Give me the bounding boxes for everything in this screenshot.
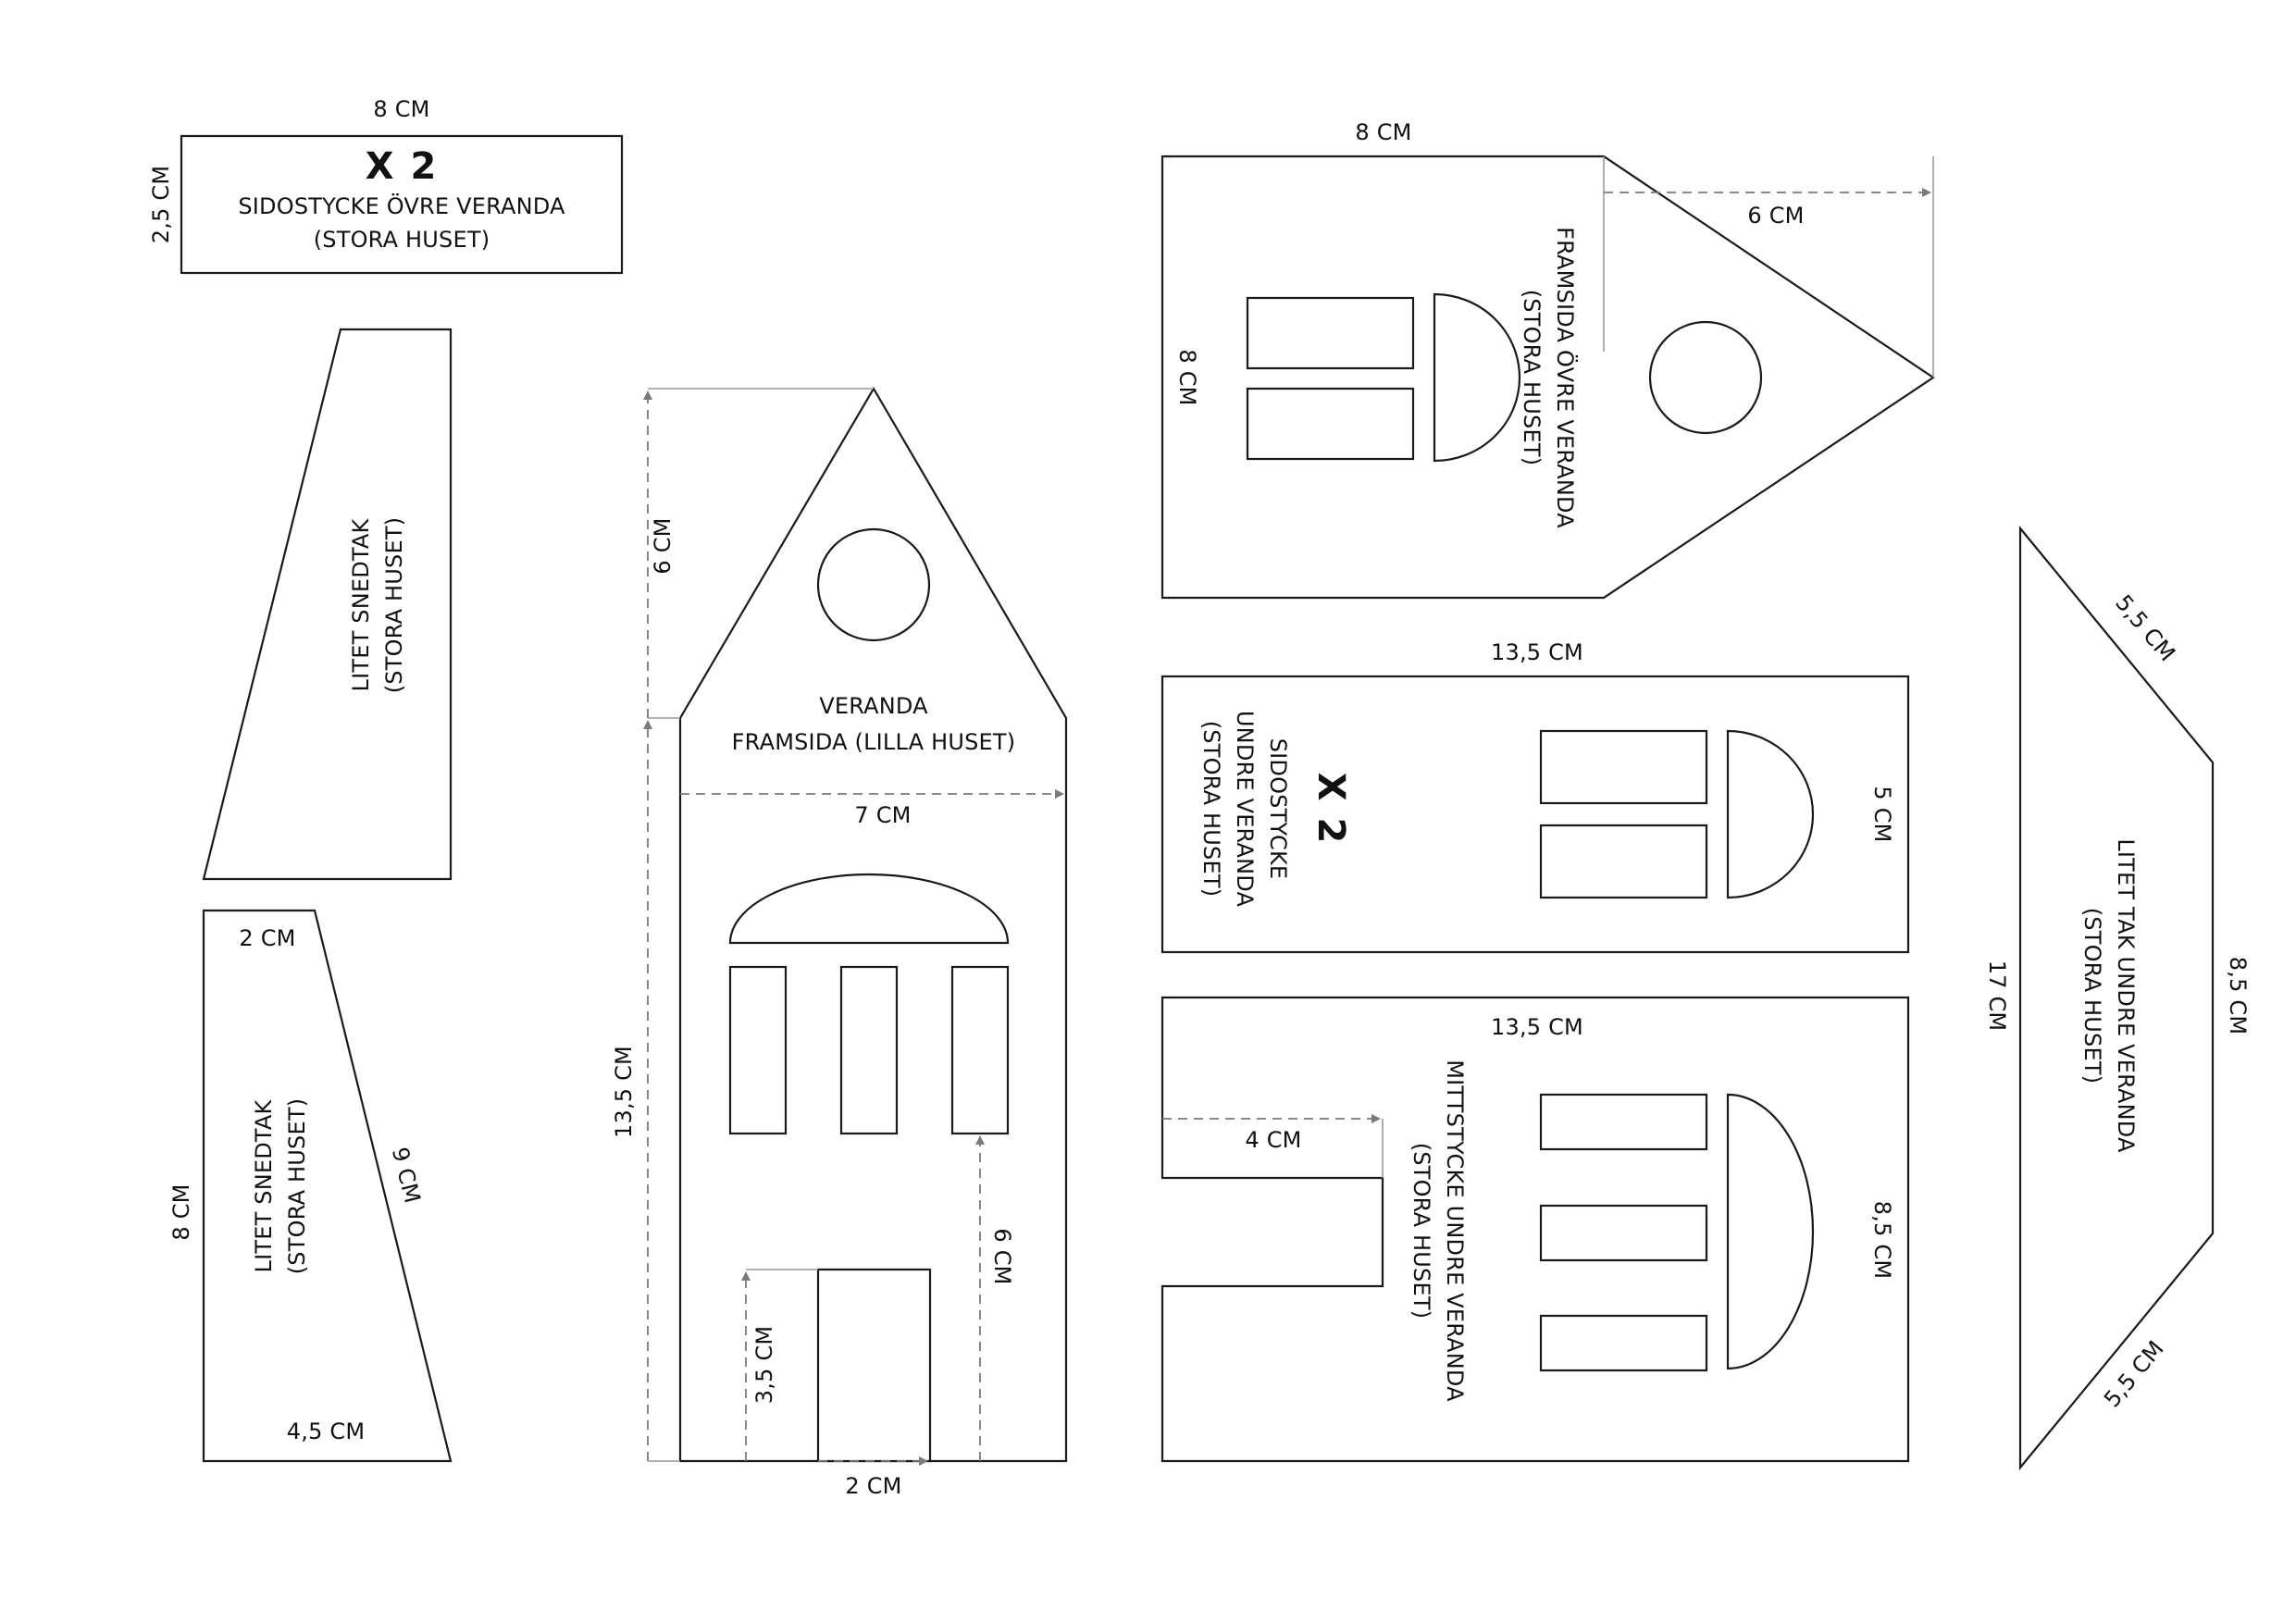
piece-title: LITET SNEDTAK (251, 1098, 277, 1272)
piece-subtitle: (STORA HUSET) (2079, 908, 2105, 1084)
window-cutout-top (1246, 296, 1415, 370)
piece-label-group: MITTSTYCKE UNDRE VERANDA (STORA HUSET) (1409, 1059, 1468, 1402)
dim-roof-height-label: 6 CM (650, 517, 676, 574)
window-cutout-bottom (1246, 387, 1415, 461)
half-round-window-cutout (1726, 1093, 1815, 1370)
piece-label-group: LITET SNEDTAK (STORA HUSET) (348, 517, 407, 694)
piece-outline (2018, 525, 2215, 1471)
piece-outline (1160, 155, 1935, 600)
dim-slope-label: 9 CM (387, 1145, 426, 1206)
piece-label-group: SIDOSTYCKE UNDRE VERANDA (STORA HUSET) X… (1198, 711, 1352, 908)
window-cutout-bottom (1539, 1314, 1708, 1372)
piece-subtitle: (STORA HUSET) (284, 1098, 310, 1275)
piece-label-group: FRAMSIDA ÖVRE VERANDA (STORA HUSET) (1519, 227, 1579, 528)
round-window-cutout (816, 527, 931, 642)
piece-framsida-ovre-veranda: 8 CM 8 CM FRAMSIDA ÖVRE VERANDA (STORA H… (1160, 119, 1935, 600)
piece-mittstycke-undre-veranda: 13,5 CM 8,5 CM 4 CM MITTSTYCKE UNDRE VER… (1160, 996, 1910, 1463)
piece-litet-tak-undre-veranda: 5,5 CM 8,5 CM 5,5 CM 17 CM LITET TAK UND… (1984, 525, 2251, 1471)
dim-height-label: 5 CM (1869, 786, 1895, 842)
window-cutout-top (1539, 729, 1708, 805)
dim-height-label: 8,5 CM (1869, 1201, 1895, 1279)
piece-title: MITTSTYCKE UNDRE VERANDA (1442, 1059, 1468, 1402)
dim-width-label: 13,5 CM (1491, 1014, 1583, 1040)
window-cutout-right (950, 965, 1010, 1135)
piece-sidostycke-undre-veranda: 13,5 CM 5 CM SIDOSTYCKE UNDRE VERANDA (S… (1160, 639, 1910, 954)
piece-label-group: LITET TAK UNDRE VERANDA (STORA HUSET) (2079, 838, 2139, 1153)
door-cutout (816, 1268, 932, 1463)
dim-window-height-label: 6 CM (989, 1228, 1015, 1284)
window-cutout-middle (1539, 1204, 1708, 1262)
dim-left-label: 17 CM (1984, 960, 2010, 1032)
window-cutout-middle (839, 965, 899, 1135)
dim-door-height-label: 3,5 CM (751, 1326, 777, 1404)
piece-title: SIDOSTYCKE (1265, 738, 1291, 880)
piece-subtitle: (STORA HUSET) (1409, 1143, 1434, 1319)
arched-window-cutout (728, 873, 1010, 945)
piece-litet-snedtak-lower: 2 CM 8 CM 9 CM 4,5 CM LITET SNEDTAK (STO… (168, 909, 453, 1463)
piece-subtitle: (STORA HUSET) (1519, 290, 1545, 466)
piece-title: LITET SNEDTAK (348, 517, 374, 691)
dim-point-label: 6 CM (1747, 203, 1804, 229)
dim-wall-height-label: 13,5 CM (611, 1046, 637, 1138)
dim-door-width-label: 2 CM (845, 1473, 901, 1499)
window-cutout-top (1539, 1093, 1708, 1151)
piece-title: LITET TAK UNDRE VERANDA (2113, 838, 2139, 1153)
quantity-label: X 2 (366, 145, 439, 188)
piece-subtitle: FRAMSIDA (LILLA HUSET) (732, 729, 1016, 755)
piece-subtitle: (STORA HUSET) (314, 227, 490, 253)
piece-subtitle: (STORA HUSET) (381, 517, 407, 694)
window-cutout-bottom (1539, 824, 1708, 899)
dim-width-label: 7 CM (854, 802, 911, 828)
piece-title: VERANDA (819, 693, 928, 719)
dim-top-label: 2 CM (239, 925, 295, 951)
piece-outline (180, 134, 624, 275)
piece-title: SIDOSTYCKE ÖVRE VERANDA (238, 192, 565, 219)
half-round-window-cutout (1726, 729, 1815, 899)
dim-width-label: 13,5 CM (1491, 639, 1583, 665)
piece-title-2: UNDRE VERANDA (1232, 711, 1258, 908)
quantity-label: X 2 (1309, 773, 1352, 846)
dim-bottom-label: 4,5 CM (287, 1419, 365, 1444)
piece-litet-snedtak-upper: LITET SNEDTAK (STORA HUSET) (202, 328, 453, 881)
dim-width-label: 8 CM (373, 96, 429, 122)
dim-notch-label: 4 CM (1245, 1127, 1301, 1153)
dim-width-label: 8 CM (1355, 119, 1411, 145)
window-cutout-left (728, 965, 788, 1135)
half-round-window-cutout (1433, 292, 1521, 463)
piece-subtitle: (STORA HUSET) (1198, 721, 1224, 898)
dim-right-label: 8,5 CM (2225, 957, 2251, 1035)
piece-outline (202, 328, 453, 881)
dim-left-label: 8 CM (168, 1183, 194, 1240)
piece-title: FRAMSIDA ÖVRE VERANDA (1552, 227, 1579, 528)
dim-height-label: 2,5 CM (148, 166, 174, 243)
piece-outline (1160, 996, 1910, 1463)
piece-veranda-framsida: VERANDA FRAMSIDA (LILLA HUSET) 6 CM 13,5… (611, 386, 1068, 1499)
piece-outline (202, 909, 453, 1463)
dim-height-label: 8 CM (1174, 349, 1200, 405)
round-window-cutout (1648, 320, 1763, 435)
piece-sidostycke-ovre-veranda: 8 CM 2,5 CM X 2 SIDOSTYCKE ÖVRE VERANDA … (148, 96, 624, 275)
piece-label-group: LITET SNEDTAK (STORA HUSET) (251, 1098, 310, 1275)
